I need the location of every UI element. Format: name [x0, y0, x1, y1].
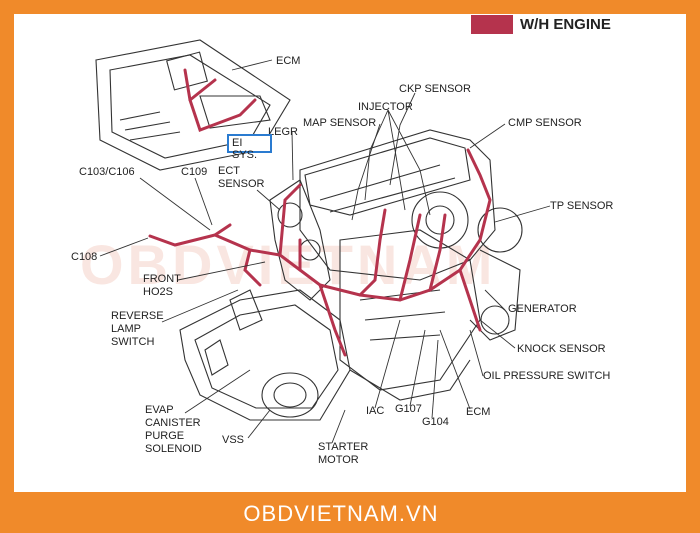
label-ecm-bottom: ECM: [466, 406, 491, 418]
engine-wire-harness: [148, 68, 492, 357]
callout-leader-lines: [99, 59, 551, 444]
label-legr: LEGR: [268, 126, 298, 138]
label-starter-motor: STARTER MOTOR: [318, 441, 369, 466]
label-iac: IAC: [366, 405, 385, 417]
footer-banner: OBDVIETNAM.VN: [188, 493, 494, 533]
label-map-sensor: MAP SENSOR: [303, 117, 377, 129]
label-ckp-sensor: CKP SENSOR: [399, 83, 471, 95]
label-evap-canister-purge-solenoid: EVAP CANISTER PURGE SOLENOID: [145, 404, 202, 455]
label-generator: GENERATOR: [508, 303, 577, 315]
legend-swatch: [471, 15, 513, 34]
label-ecm-top: ECM: [276, 55, 301, 67]
label-g107: G107: [395, 403, 422, 415]
legend-label: W/H ENGINE: [520, 16, 611, 33]
label-tp-sensor: TP SENSOR: [550, 200, 614, 212]
engine-line-art: [95, 39, 523, 421]
label-knock-sensor: KNOCK SENSOR: [517, 343, 606, 355]
label-g104: G104: [422, 416, 449, 428]
footer-brand: OBDVIETNAM.VN: [243, 501, 439, 526]
label-cmp-sensor: CMP SENSOR: [508, 117, 582, 129]
label-oil-pressure-switch: OIL PRESSURE SWITCH: [483, 370, 611, 382]
ei-sys-highlight: EI SYS.: [227, 134, 272, 161]
label-c108: C108: [71, 251, 98, 263]
label-front-ho2s: FRONT HO2S: [143, 273, 181, 298]
label-vss: VSS: [222, 434, 245, 446]
label-c109: C109: [181, 166, 208, 178]
label-c103-c106: C103/C106: [79, 166, 135, 178]
label-ei-sys: EI SYS.: [232, 137, 258, 161]
diagram-panel: [14, 14, 686, 492]
watermark: OBDVIETNAM: [80, 233, 497, 296]
label-ect-sensor: ECT SENSOR: [218, 165, 265, 190]
label-injector: INJECTOR: [358, 101, 413, 113]
label-reverse-lamp-switch: REVERSE LAMP SWITCH: [111, 310, 164, 348]
